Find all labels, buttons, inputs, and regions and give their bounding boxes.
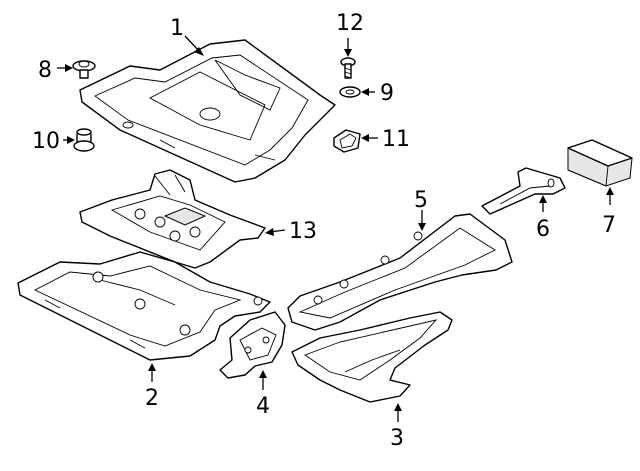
part-11-clip-nut <box>333 129 361 153</box>
callout-13: 13 <box>289 219 317 244</box>
callout-6: 6 <box>536 217 550 242</box>
callout-7: 7 <box>602 213 616 238</box>
part-12-bolt <box>340 57 356 79</box>
callout-1: 1 <box>170 16 184 41</box>
part-7-pad <box>567 139 633 187</box>
callout-labels: 1 2 3 4 5 6 7 8 9 10 11 12 13 <box>32 11 616 451</box>
callout-2: 2 <box>145 386 159 411</box>
callout-8: 8 <box>38 58 52 83</box>
part-6-strip <box>481 167 566 215</box>
part-9-washer <box>339 86 361 98</box>
part-4-small-bracket <box>219 311 286 379</box>
callout-5: 5 <box>414 188 428 213</box>
part-10-nut <box>73 128 95 152</box>
callout-3: 3 <box>390 426 404 451</box>
callout-4: 4 <box>256 394 270 419</box>
leader-lines <box>57 35 614 422</box>
part-2-lower-shield <box>17 251 271 361</box>
part-3-rear-shield <box>291 311 453 403</box>
callout-11: 11 <box>382 127 410 152</box>
part-13-bracket <box>79 169 266 269</box>
part-1-skid-plate <box>79 39 336 183</box>
callout-9: 9 <box>380 81 394 106</box>
callout-10: 10 <box>32 129 60 154</box>
callout-12: 12 <box>336 11 364 36</box>
part-5-center-shield <box>287 213 513 331</box>
part-8-clip <box>72 60 96 79</box>
